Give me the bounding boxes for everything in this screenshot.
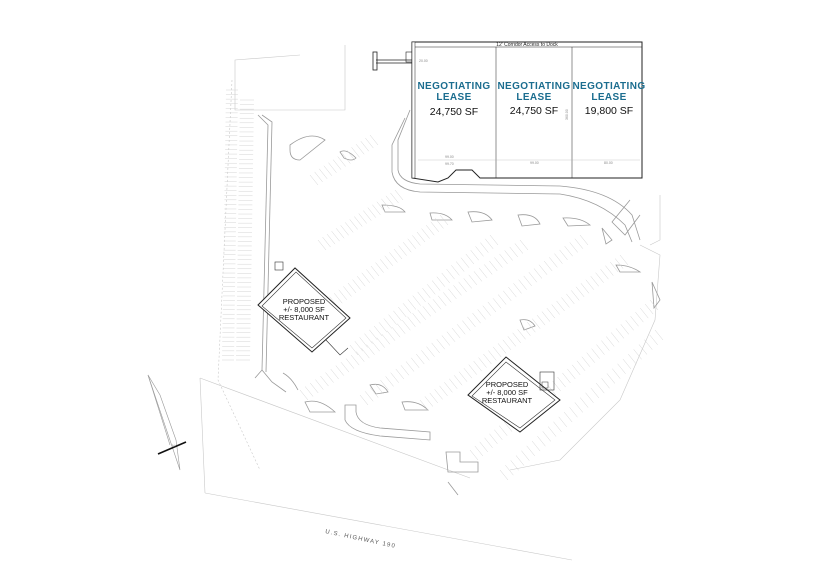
suite-2-status-line2: LEASE [516, 92, 551, 103]
svg-text:N: N [172, 444, 175, 448]
restaurant-1-line1: PROPOSED [283, 297, 326, 306]
suite-3-area: 19,800 SF [585, 105, 633, 117]
restaurant-pad-1: PROPOSED +/- 8,000 SF RESTAURANT [257, 261, 351, 356]
retail-building: 12' Corridor Access to Dock 20.00 99.00 … [411, 41, 645, 183]
restaurant-2-line2: +/- 8,000 SF [486, 388, 528, 397]
suite-1-status-line2: LEASE [436, 92, 471, 103]
restaurant-1-line3: RESTAURANT [279, 313, 330, 322]
dim-label: 99.70 [445, 162, 454, 166]
suite-2-area: 24,750 SF [510, 105, 558, 117]
dim-label: 20.00 [419, 59, 428, 63]
suite-1-status-line1: NEGOTIATING [417, 81, 490, 92]
dim-label: 99.00 [445, 155, 454, 159]
corridor-label: 12' Corridor Access to Dock [496, 42, 558, 48]
suite-1-area: 24,750 SF [430, 106, 478, 118]
parking-stalls [222, 89, 664, 481]
restaurant-2-line1: PROPOSED [486, 380, 529, 389]
restaurant-2-line3: RESTAURANT [482, 396, 533, 405]
highway-label: U.S. HIGHWAY 190 [325, 529, 397, 550]
north-arrow-icon: N [147, 374, 187, 471]
restaurant-pad-2: PROPOSED +/- 8,000 SF RESTAURANT [467, 356, 561, 433]
restaurant-1-line2: +/- 8,000 SF [283, 305, 325, 314]
drive-curbs [254, 109, 641, 379]
suite-2-status-line1: NEGOTIATING [497, 81, 570, 92]
site-boundary [199, 45, 661, 561]
dock-connector [372, 51, 413, 71]
suite-3-status-line1: NEGOTIATING [572, 81, 645, 92]
dim-label: 360.00 [565, 109, 569, 120]
dim-label: 99.00 [530, 161, 539, 165]
dim-label: 80.00 [604, 161, 613, 165]
suite-3-status-line2: LEASE [591, 92, 626, 103]
